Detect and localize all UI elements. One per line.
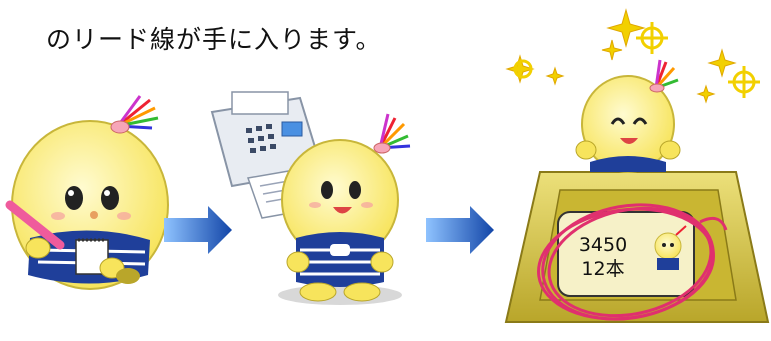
sparkle-icon (513, 22, 760, 98)
arrow-right-icon (426, 206, 494, 254)
box-label-quantity: 12本 (581, 258, 625, 280)
mascot-cheering (575, 59, 681, 173)
caption-line: のリード線が手に入ります。 (46, 25, 382, 54)
box-label: 3450 12本 (568, 233, 638, 281)
sparkle-icon (505, 8, 737, 104)
mascot-small (654, 225, 687, 270)
pink-wire-coil (537, 203, 728, 321)
mascot-writing (5, 95, 169, 290)
arrow-right-icon (164, 206, 232, 254)
mascot-standing (278, 113, 411, 305)
box-label-number: 3450 (578, 234, 628, 256)
